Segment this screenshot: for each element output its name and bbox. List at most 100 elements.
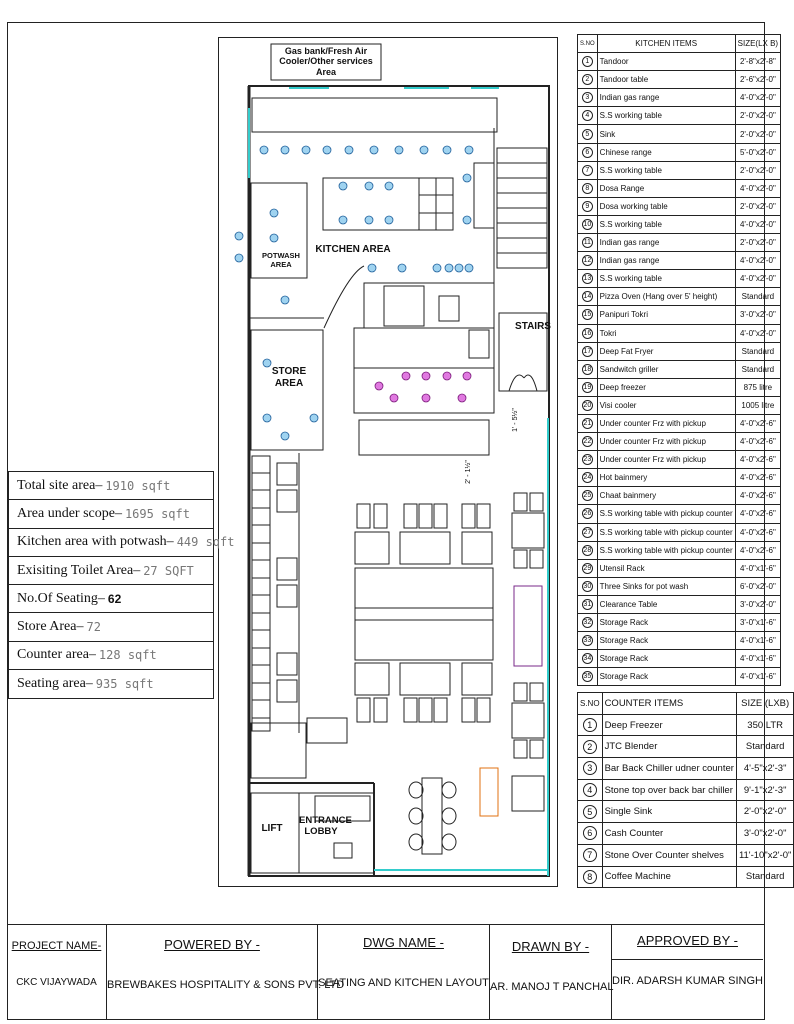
powered-by-cell: POWERED BY - BREWBAKES HOSPITALITY & SON… (107, 925, 344, 1019)
item-name: Under counter Frz with pickup (596, 450, 736, 470)
item-number-cell: 26 (577, 504, 598, 524)
lift-label: LIFT (261, 823, 283, 834)
item-name: S.S working table (596, 106, 736, 126)
area-label: Seating area– (17, 676, 93, 692)
item-name: Panipuri Tokri (596, 305, 736, 325)
item-name: Single Sink (601, 800, 737, 824)
item-size: 4'-0"x2'-6" (734, 540, 782, 560)
title-block: PROJECT NAME- CKC VIJAYWADA POWERED BY -… (7, 924, 765, 1020)
item-number-cell: 32 (577, 612, 598, 633)
item-name: Deep freezer (596, 377, 736, 397)
item-name: Storage Rack (596, 612, 736, 633)
item-number-cell: 16 (577, 323, 598, 343)
item-name: S.S working table (596, 269, 736, 289)
item-number-cell: 9 (577, 196, 598, 216)
stairs-label: STAIRS (515, 321, 551, 332)
item-size: 2'-0"x2'-0" (735, 800, 794, 824)
item-number: 2 (581, 74, 593, 86)
item-number-cell: 18 (577, 359, 598, 379)
drawing-name-value: SEATING AND KITCHEN LAYOUT (318, 977, 489, 989)
item-name: Sink (596, 124, 736, 144)
item-name: Tandoor table (596, 70, 736, 90)
item-number-cell: 31 (577, 594, 598, 615)
item-number: 7 (582, 848, 597, 863)
column-header-sno: S.NO (577, 33, 598, 54)
item-name: Three Sinks for pot wash (596, 576, 736, 596)
item-name: Dosa Range (596, 178, 736, 198)
item-name: S.S working table with pickup counter (596, 504, 736, 524)
item-number-cell: 2 (577, 70, 598, 90)
item-number-cell: 10 (577, 214, 598, 235)
item-number-cell: 15 (577, 305, 598, 325)
item-name: Dosa working table (596, 196, 736, 216)
item-number: 17 (581, 345, 593, 357)
item-number: 35 (581, 671, 593, 683)
item-size: 3'-0"x2'-0" (734, 305, 782, 325)
item-name: Bar Back Chiller udner counter (601, 757, 737, 780)
item-number: 2 (582, 739, 597, 754)
item-number-cell: 4 (577, 106, 598, 126)
area-summary-row: Exisiting Toilet Area–27 SQFT (9, 557, 213, 586)
item-number-cell: 13 (577, 269, 598, 289)
entrance-lobby-label: ENTRANCE LOBBY (299, 815, 352, 837)
item-name: Tandoor (596, 52, 736, 72)
item-number-cell: 28 (577, 540, 598, 560)
item-number-cell: 11 (577, 233, 598, 253)
item-size: 4'-0"x2'-6" (734, 486, 782, 506)
item-number: 26 (581, 508, 593, 520)
item-name: Hot bainmery (596, 468, 736, 488)
item-size: Standard (734, 359, 782, 379)
item-number: 16 (581, 327, 593, 339)
item-name: Coffee Machine (601, 865, 737, 889)
item-name: S.S working table (596, 214, 736, 235)
area-summary-row: Kitchen area with potwash–449 sqft (9, 529, 234, 557)
item-number: 6 (582, 826, 597, 841)
item-name: Indian gas range (596, 251, 736, 271)
item-number: 25 (581, 490, 593, 502)
item-number-cell: 7 (577, 843, 603, 867)
item-size: 4'-0"x2'-6" (734, 504, 782, 524)
item-name: Sandwitch griller (596, 359, 736, 379)
item-number-cell: 12 (577, 251, 598, 271)
area-label: Total site area– (17, 477, 103, 493)
item-number: 19 (581, 381, 593, 393)
item-number: 5 (581, 128, 593, 140)
item-name: Under counter Frz with pickup (596, 432, 736, 452)
item-number-cell: 3 (577, 88, 598, 108)
item-number: 11 (581, 237, 593, 249)
item-number: 8 (582, 869, 597, 884)
item-number: 7 (581, 164, 593, 176)
item-number: 5 (582, 804, 597, 819)
item-number: 1 (582, 718, 597, 733)
item-number-cell: 23 (577, 450, 598, 470)
dimension-label: 2' - 1½" (464, 460, 472, 484)
powered-by-heading: POWERED BY - (164, 937, 260, 952)
item-name: Stone top over back bar chiller (601, 778, 737, 802)
item-size: 2'-0"x2'-0" (734, 196, 782, 216)
item-name: Deep Fat Fryer (596, 341, 736, 361)
area-value: 27 SQFT (143, 563, 194, 578)
area-summary-row: Counter area–128 sqft (9, 642, 213, 671)
item-name: Indian gas range (596, 233, 736, 253)
area-summary-row: Store Area–72 (9, 613, 213, 642)
item-size: 3'-0"x2'-0" (734, 594, 782, 615)
area-label: Store Area– (17, 619, 84, 635)
item-size: 1005 litre (734, 395, 782, 415)
